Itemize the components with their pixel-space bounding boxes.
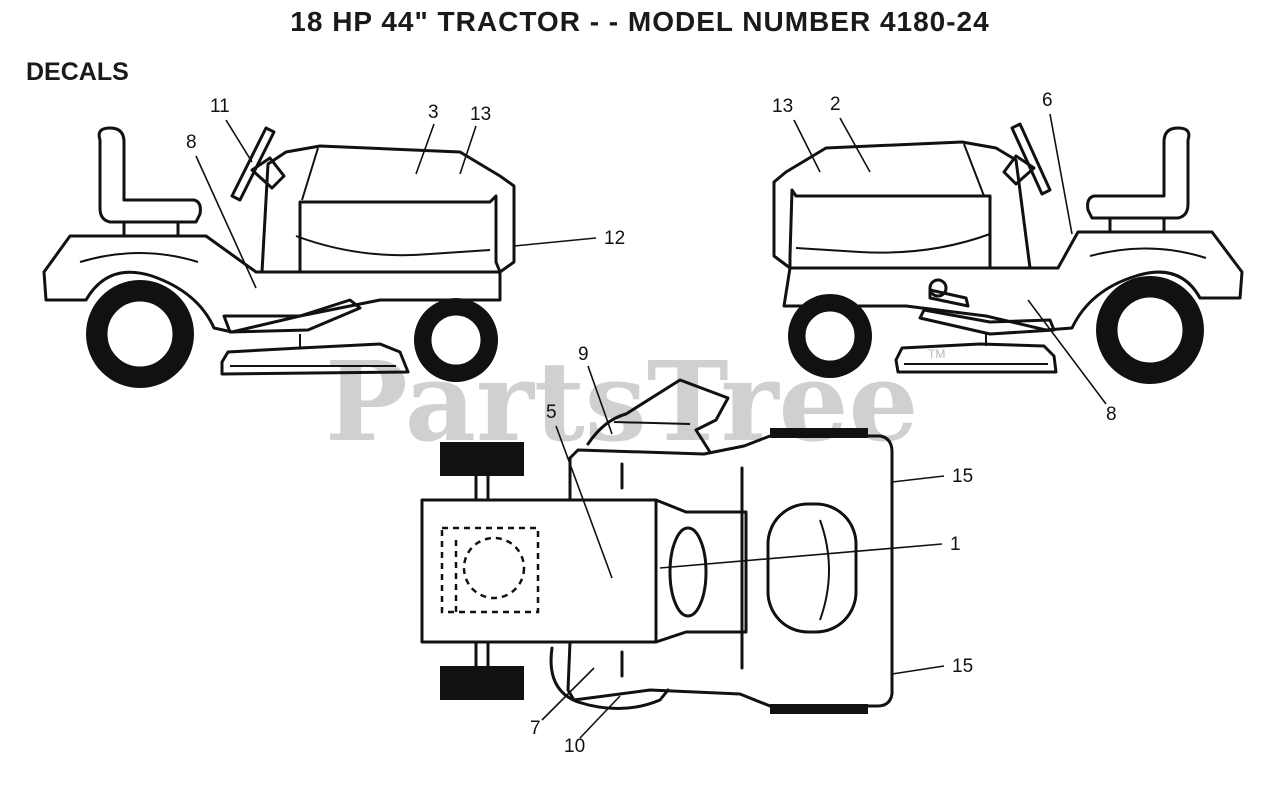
callout-6: 6 bbox=[1042, 90, 1053, 111]
callout-10: 10 bbox=[564, 736, 585, 757]
callout-8-right: 8 bbox=[1106, 404, 1117, 425]
callouts: 11 8 3 13 12 13 2 6 8 9 5 15 1 15 7 10 bbox=[186, 90, 1117, 757]
callout-1: 1 bbox=[950, 534, 961, 555]
tractor-left-side-view bbox=[42, 126, 516, 388]
callout-13-right: 13 bbox=[772, 96, 793, 117]
callout-12: 12 bbox=[604, 228, 625, 249]
callout-11: 11 bbox=[210, 96, 230, 117]
callout-15-bottom: 15 bbox=[952, 656, 973, 677]
section-label-decals: DECALS bbox=[26, 58, 129, 86]
callout-7: 7 bbox=[530, 718, 541, 739]
callout-13: 13 bbox=[470, 104, 491, 125]
callout-5: 5 bbox=[546, 402, 557, 423]
callout-2: 2 bbox=[830, 94, 841, 115]
watermark-trademark: TM bbox=[928, 347, 945, 361]
callout-8: 8 bbox=[186, 132, 197, 153]
callout-15-top: 15 bbox=[952, 466, 973, 487]
callout-3: 3 bbox=[428, 102, 439, 123]
tractor-right-side-view bbox=[772, 122, 1244, 384]
callout-9: 9 bbox=[578, 344, 589, 365]
page-title: 18 HP 44" TRACTOR - - MODEL NUMBER 4180-… bbox=[290, 6, 990, 37]
